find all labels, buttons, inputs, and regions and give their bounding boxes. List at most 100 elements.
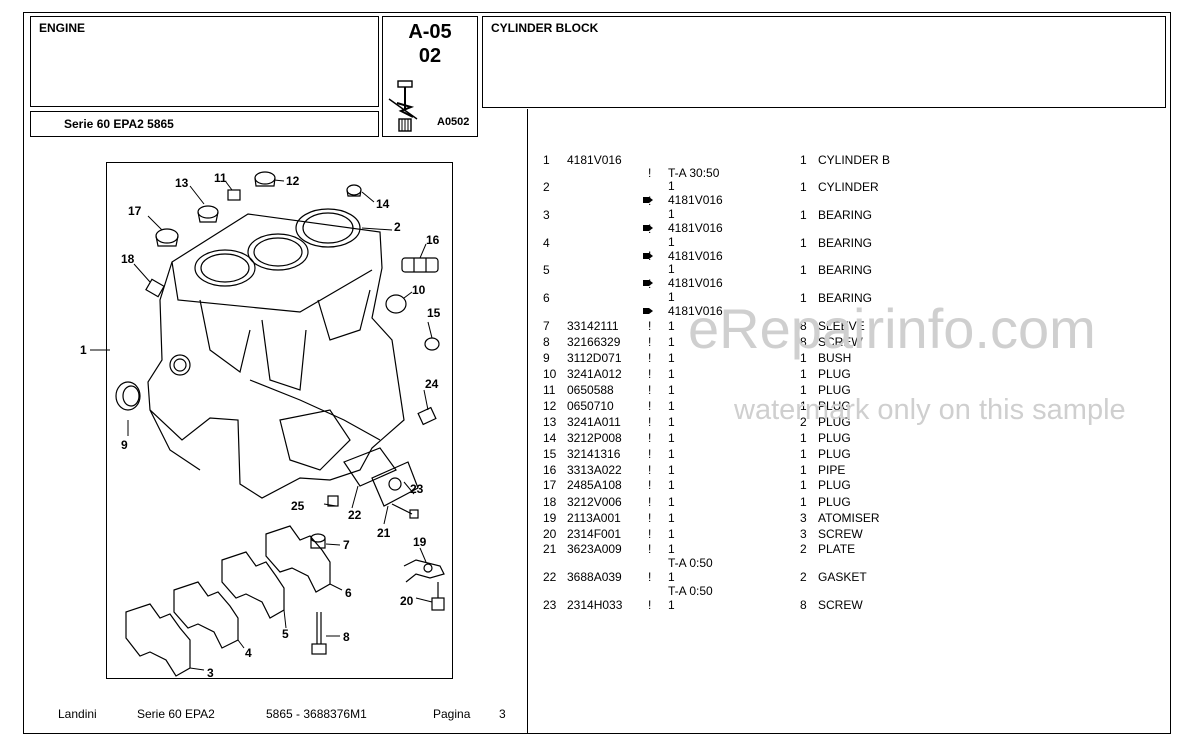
footer-model: 5865 - 3688376M1 [266, 707, 367, 721]
part-qty: 1 [800, 399, 807, 413]
part-code: 3212V006 [567, 495, 622, 509]
part-code: 4181V016 [567, 153, 622, 167]
part-ref: 14 [543, 431, 557, 445]
part-ref: 17 [543, 478, 557, 492]
part-ref: 11 [543, 383, 556, 397]
image-code: A0502 [437, 116, 470, 128]
part-flag: ! [648, 399, 652, 413]
part-qty: 2 [800, 542, 807, 556]
part-qty-note: 1 [668, 495, 675, 509]
part-ref: 21 [543, 542, 557, 556]
part-note: T-A 0:50 [668, 584, 713, 598]
part-qty: 1 [800, 351, 807, 365]
footer-series: Serie 60 EPA2 [137, 707, 215, 721]
part-desc: PIPE [818, 463, 846, 477]
code-box: A-05 02 A0502 [382, 16, 478, 137]
part-desc: PLUG [818, 383, 851, 397]
hand-pointer-icon [643, 197, 653, 203]
part-flag: ! [648, 367, 652, 381]
part-ref: 10 [543, 367, 557, 381]
callout-7: 7 [343, 538, 350, 552]
part-qty: 1 [800, 478, 807, 492]
part-flag: ! [648, 447, 652, 461]
part-desc: CYLINDER B [818, 153, 891, 167]
part-qty-note: 1 [668, 399, 675, 413]
part-qty-note: 1 [668, 367, 675, 381]
hand-pointer-icon [643, 253, 653, 259]
part-qty-note: 1 [668, 598, 675, 612]
part-qty-note: 1 [668, 431, 675, 445]
callout-6: 6 [345, 586, 352, 600]
part-qty-note: 1 [668, 542, 675, 556]
injector-part-icon [388, 80, 418, 132]
callout-14: 14 [376, 197, 390, 211]
diagram-frame [106, 162, 453, 679]
callout-21: 21 [377, 526, 391, 540]
part-ref: 16 [543, 463, 557, 477]
hand-pointer-icon [643, 280, 653, 286]
part-qty: 1 [800, 495, 807, 509]
part-ref: 19 [543, 511, 557, 525]
part-qty-note: 1 [668, 511, 675, 525]
part-note: T-A 0:50 [668, 556, 713, 570]
part-qty-note: 1 [668, 383, 675, 397]
part-qty-note: 1 [668, 262, 675, 276]
part-note: 4181V016 [668, 276, 723, 290]
part-ref: 4 [543, 236, 550, 250]
part-qty-note: 1 [668, 478, 675, 492]
part-qty-note: 1 [668, 415, 675, 429]
part-desc: SLEEVE [818, 319, 865, 333]
part-desc: PLUG [818, 431, 851, 445]
part-note: 4181V016 [668, 304, 723, 318]
part-desc: SCREW [818, 598, 863, 612]
callout-12: 12 [286, 174, 300, 188]
callout-20: 20 [400, 594, 414, 608]
part-ref: 22 [543, 570, 557, 584]
part-code: 32141316 [567, 447, 621, 461]
part-qty: 3 [800, 527, 807, 541]
callout-5: 5 [282, 627, 289, 641]
part-flag: ! [648, 570, 652, 584]
part-flag: ! [648, 415, 652, 429]
part-qty-note: 1 [668, 235, 675, 249]
callout-17: 17 [128, 204, 142, 218]
callout-10: 10 [412, 283, 426, 297]
part-flag: ! [648, 194, 652, 208]
part-qty: 1 [800, 383, 807, 397]
part-desc: ATOMISER [818, 511, 880, 525]
part-qty: 1 [800, 447, 807, 461]
part-qty: 1 [800, 236, 807, 250]
part-flag: ! [648, 431, 652, 445]
part-qty: 8 [800, 319, 807, 333]
part-code: 2314F001 [567, 527, 622, 541]
part-desc: BEARING [818, 263, 873, 277]
part-qty: 8 [800, 335, 807, 349]
part-ref: 7 [543, 319, 550, 333]
part-ref: 18 [543, 495, 557, 509]
part-desc: PLUG [818, 367, 851, 381]
part-ref: 9 [543, 351, 550, 365]
part-qty: 1 [800, 463, 807, 477]
part-code: 0650588 [567, 383, 614, 397]
part-ref: 20 [543, 527, 557, 541]
part-code: 0650710 [567, 399, 614, 413]
part-desc: PLUG [818, 399, 851, 413]
series-box: Serie 60 EPA2 5865 [30, 111, 379, 137]
part-note: 4181V016 [668, 249, 723, 263]
part-qty-note: 1 [668, 335, 675, 349]
footer-brand: Landini [58, 707, 97, 721]
part-desc: GASKET [818, 570, 867, 584]
part-ref: 13 [543, 415, 557, 429]
part-code: 2314H033 [567, 598, 623, 612]
part-qty: 1 [800, 291, 807, 305]
callout-19: 19 [413, 535, 427, 549]
group-title: CYLINDER BLOCK [491, 21, 599, 35]
part-qty: 2 [800, 570, 807, 584]
footer-page-number: 3 [499, 707, 506, 721]
part-qty-note: 1 [668, 570, 675, 584]
part-qty-note: 1 [668, 463, 675, 477]
callout-9: 9 [121, 438, 128, 452]
part-code: 2485A108 [567, 478, 622, 492]
part-code: 3688A039 [567, 570, 622, 584]
